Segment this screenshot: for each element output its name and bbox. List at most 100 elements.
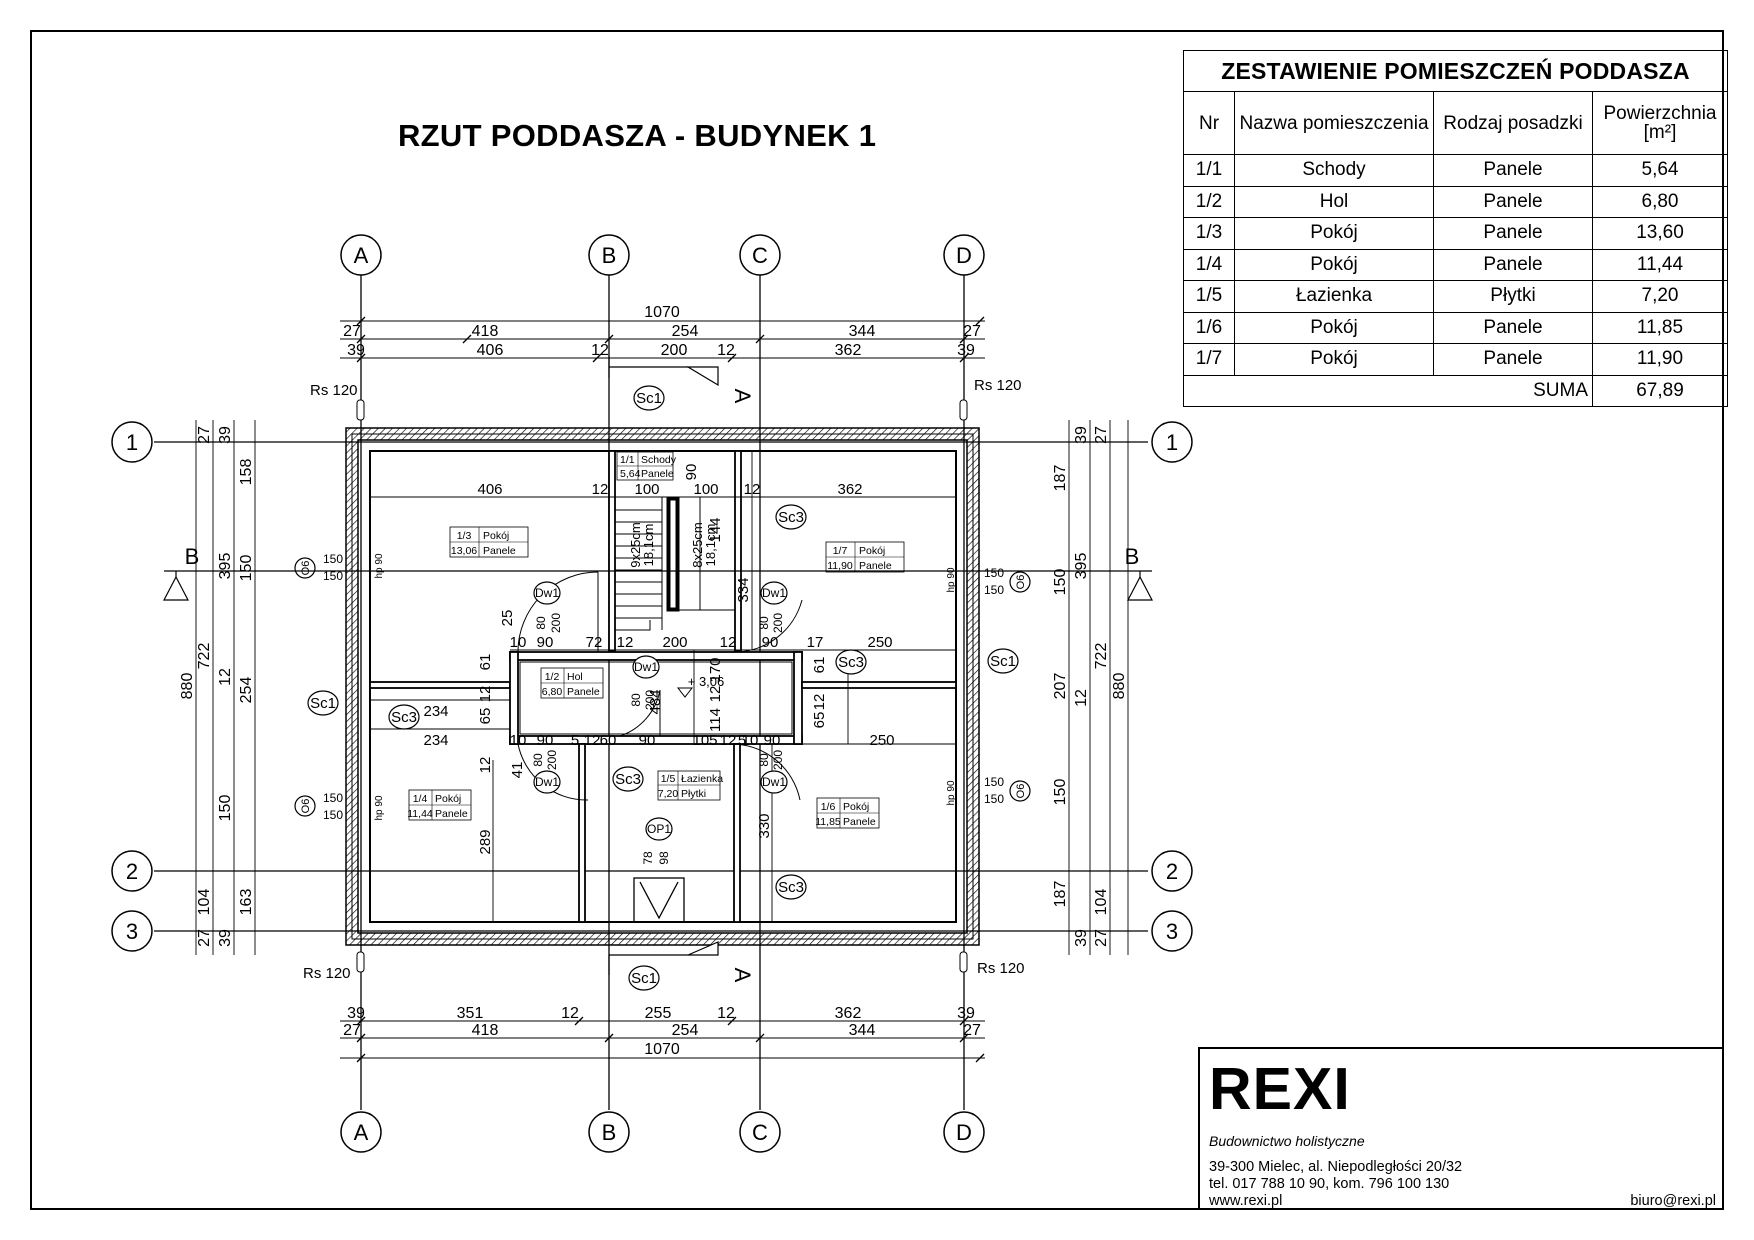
dim-int-10c: 10 — [742, 732, 759, 749]
dw1-mark-5: Dw1 — [762, 775, 786, 789]
table-title: ZESTAWIENIE POMIESZCZEŃ PODDASZA — [1183, 50, 1728, 92]
rs120-top-right: Rs 120 — [974, 377, 1022, 394]
stairs-label-1: 9x25cm — [628, 522, 643, 568]
company-tagline: Budownictwo holistyczne — [1209, 1133, 1365, 1149]
dim-int-12d: 12 — [720, 634, 737, 651]
dim-left-inner-8: 39 — [217, 929, 234, 947]
row-area: 11,44 — [1592, 248, 1728, 281]
sc3-mark-1: Sc3 — [778, 509, 804, 526]
axis-label-b-top: B — [602, 243, 617, 268]
row-floor: Panele — [1433, 311, 1593, 344]
dim-top2-5: 12 — [717, 342, 735, 359]
dim-int-90d: 90 — [639, 732, 656, 749]
dim-int-100a: 100 — [634, 481, 659, 498]
row-floor: Panele — [1433, 343, 1593, 376]
dim-top2-7: 39 — [957, 342, 975, 359]
axis-label-2-left: 2 — [126, 859, 138, 884]
dw1-mark-3: Dw1 — [634, 660, 658, 674]
dim-int-65b: 65 — [811, 712, 828, 729]
row-area: 6,80 — [1592, 185, 1728, 218]
sum-spacer — [1183, 374, 1434, 407]
section-a-top: A — [730, 389, 755, 404]
dim-int-12i: 12 — [720, 732, 737, 749]
dim-top2-6: 362 — [835, 342, 862, 359]
row-floor: Panele — [1433, 154, 1593, 187]
dim-int-65a: 65 — [477, 708, 494, 725]
company-website[interactable]: www.rexi.pl — [1209, 1193, 1283, 1209]
dim-left-inner-6: 150 — [217, 795, 234, 822]
dim-bottom2-2: 418 — [472, 1022, 499, 1039]
row-name: Pokój — [1234, 343, 1434, 376]
sum-value: 67,89 — [1592, 374, 1728, 407]
dim-int-200: 200 — [662, 634, 687, 651]
dim-top-3: 254 — [672, 323, 699, 340]
room-1-2-floor: Panele — [567, 686, 600, 698]
dim-int-289: 289 — [477, 829, 494, 854]
room-1-2-area: 6,80 — [542, 686, 563, 698]
dim-bottom-5: 12 — [717, 1005, 735, 1022]
row-name: Pokój — [1234, 248, 1434, 281]
dim-int-12h: 12 — [584, 732, 601, 749]
axis-label-c-top: C — [752, 243, 768, 268]
row-nr: 1/5 — [1183, 280, 1235, 313]
room-1-5-area: 7,20 — [658, 788, 679, 800]
dim-right-mid-1: 27 — [1093, 426, 1110, 444]
row-name: Łazienka — [1234, 280, 1434, 313]
axis-label-2-right: 2 — [1166, 859, 1178, 884]
axis-label-a-bottom: A — [354, 1120, 369, 1145]
stairs-label-1b: 18,1cm — [641, 524, 656, 567]
dim-int-144: 144 — [707, 517, 724, 542]
door-h80c: 80 — [629, 693, 643, 707]
axis-label-c-bottom: C — [752, 1120, 768, 1145]
table-header-area-unit: [m²] — [1643, 122, 1677, 143]
room-label-1-7: 1/7 Pokój 11,90 Panele — [825, 541, 905, 573]
room-1-6-nr: 1/6 — [821, 801, 836, 813]
company-title-block: REXI Budownictwo holistyczne 39-300 Miel… — [1198, 1047, 1724, 1210]
o6-mark-1: O6 — [300, 561, 312, 576]
row-nr: 1/6 — [1183, 311, 1235, 344]
axis-label-d-bottom: D — [956, 1120, 972, 1145]
row-area: 11,85 — [1592, 311, 1728, 344]
dim-int-41: 41 — [509, 762, 526, 779]
dim-left-inner-4: 12 — [217, 668, 234, 686]
dim-right-mid-4: 104 — [1093, 889, 1110, 916]
rs120-bottom-right: Rs 120 — [977, 960, 1025, 977]
dim-int-362: 362 — [837, 481, 862, 498]
dim-int-114: 114 — [707, 708, 724, 732]
axis-label-1-right: 1 — [1166, 430, 1178, 455]
row-name: Pokój — [1234, 217, 1434, 250]
dim-int-12f: 12 — [707, 686, 724, 703]
dim-int-90c: 90 — [537, 732, 554, 749]
op1-w78: 78 — [641, 851, 655, 865]
row-name: Schody — [1234, 154, 1434, 187]
dim-right-inner-5: 207 — [1052, 673, 1069, 700]
row-floor: Panele — [1433, 217, 1593, 250]
company-email[interactable]: biuro@rexi.pl — [1630, 1193, 1716, 1209]
dim-right-inner-8: 39 — [1073, 929, 1090, 947]
axis-label-1-left: 1 — [126, 430, 138, 455]
sc3-mark-3: Sc3 — [838, 654, 864, 671]
door-h80b: 80 — [757, 616, 771, 630]
table-row: 1/5 Łazienka Płytki 7,20 — [1183, 280, 1728, 313]
dim-bottom-1: 39 — [347, 1005, 365, 1022]
rs120-top-left: Rs 120 — [310, 382, 358, 399]
dim-left-inner-2: 158 — [238, 459, 255, 486]
table-row: 1/6 Pokój Panele 11,85 — [1183, 311, 1728, 344]
dim-int-170: 170 — [707, 657, 724, 682]
door-h80d: 80 — [531, 753, 545, 767]
row-name: Pokój — [1234, 311, 1434, 344]
room-1-3-name: Pokój — [483, 530, 509, 542]
dim-bottom-6: 362 — [835, 1005, 862, 1022]
win-150-3a: 150 — [984, 566, 1004, 580]
room-label-1-1: 1/1 Schody 5,64 Panele — [616, 451, 677, 481]
dim-int-90: 90 — [683, 464, 700, 481]
sc3-mark-5: Sc3 — [778, 879, 804, 896]
dim-bottom2-1: 27 — [343, 1022, 361, 1039]
rs-markers — [356, 399, 968, 973]
sc1-mark-bottom: Sc1 — [631, 970, 657, 987]
room-1-1-floor: Panele — [641, 468, 674, 480]
hp90-mark-4: hp 90 — [946, 780, 957, 805]
dim-int-234a: 234 — [423, 703, 448, 720]
table-row: 1/3 Pokój Panele 13,60 — [1183, 217, 1728, 250]
row-nr: 1/3 — [1183, 217, 1235, 250]
